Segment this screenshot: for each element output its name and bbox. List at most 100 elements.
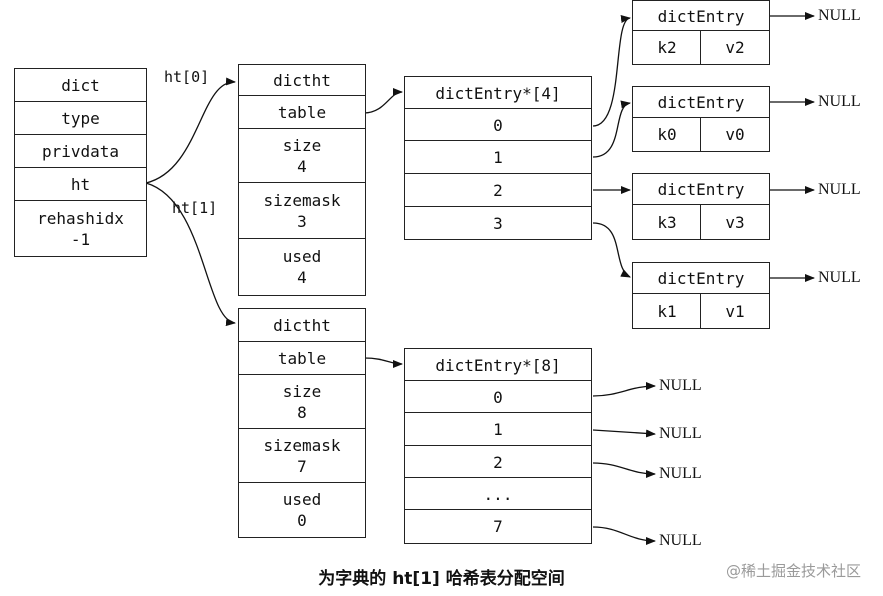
dict-privdata: privdata xyxy=(41,142,120,161)
null-label: NULL xyxy=(818,7,861,24)
dict-ht: ht xyxy=(70,175,91,194)
entry-value-cell: v2 xyxy=(700,30,770,65)
table0-slot-label: 2 xyxy=(493,181,503,200)
table1-slot: 1 xyxy=(404,412,592,447)
arrow-t1-slot0-null xyxy=(592,382,656,397)
dict-rehashidx-label: rehashidx xyxy=(37,208,124,228)
dict-type: type xyxy=(61,109,100,128)
table1-slot-label: 1 xyxy=(493,420,503,439)
entry-title-cell: dictEntry xyxy=(632,173,770,206)
ht0-sizemask-value: 3 xyxy=(297,212,307,231)
entry-title-cell: dictEntry xyxy=(632,0,770,32)
entry-value-cell: v1 xyxy=(700,293,770,329)
arrow-ht0 xyxy=(145,77,236,184)
table0-slot-label: 1 xyxy=(493,148,503,167)
ht1-sizemask-label: sizemask xyxy=(263,436,341,455)
table0-slot: 1 xyxy=(404,140,592,175)
ht1-size-label: size xyxy=(282,382,322,401)
entry-title: dictEntry xyxy=(657,180,745,199)
arrow-slot1 xyxy=(592,100,631,158)
ht0-used-label: used xyxy=(282,247,322,266)
ht1-title-cell: dictht xyxy=(238,308,366,343)
watermark: @稀土掘金技术社区 xyxy=(725,562,861,580)
arrow-slot0 xyxy=(592,15,631,127)
ht0-title-cell: dictht xyxy=(238,64,366,97)
entry-title: dictEntry xyxy=(657,269,745,288)
entry-value: v0 xyxy=(725,125,745,144)
dict-rehashidx-cell: rehashidx -1 xyxy=(14,200,147,257)
entry-key: k3 xyxy=(657,212,677,232)
ht1-used-value: 0 xyxy=(297,511,307,530)
entry-title: dictEntry xyxy=(657,6,745,26)
entry-title: dictEntry xyxy=(657,93,745,112)
null-label: NULL xyxy=(659,465,702,482)
table0-slot: 0 xyxy=(404,108,592,142)
table1-title: dictEntry*[8] xyxy=(435,355,561,375)
table1-slot-label: 0 xyxy=(493,387,503,407)
ht0-sizemask-cell: sizemask 3 xyxy=(238,182,366,240)
entry-key-cell: k3 xyxy=(632,204,702,240)
entry-value-cell: v3 xyxy=(700,204,770,240)
ht0-used-cell: used 4 xyxy=(238,238,366,296)
table1-slot: 2 xyxy=(404,445,592,479)
entry-key: k1 xyxy=(657,301,677,321)
ht1-used-label: used xyxy=(282,490,322,509)
ht0-size-cell: size 4 xyxy=(238,128,366,184)
entry-key: k2 xyxy=(657,38,677,57)
table1-slot-label: 2 xyxy=(493,452,503,472)
dict-title: dict xyxy=(61,76,100,95)
ht0-sizemask-label: sizemask xyxy=(263,191,341,210)
entry-value-cell: v0 xyxy=(700,117,770,152)
arrow-ht1 xyxy=(145,182,236,327)
ht0-used-value: 4 xyxy=(297,268,307,287)
ht0-link-label: ht[0] xyxy=(164,68,210,86)
ht0-table: table xyxy=(277,103,327,122)
dict-type-cell: type xyxy=(14,101,147,136)
table1-slot: 0 xyxy=(404,380,592,414)
arrow-t1-slot7-null xyxy=(592,526,656,545)
ht0-table-cell: table xyxy=(238,95,366,130)
null-label: NULL xyxy=(659,377,702,394)
null-label: NULL xyxy=(659,532,702,549)
ht1-size-cell: size 8 xyxy=(238,374,366,430)
figure-caption: 为字典的 ht[1] 哈希表分配空间 xyxy=(318,569,565,589)
table0-slot-label: 0 xyxy=(493,115,503,135)
entry-key-cell: k2 xyxy=(632,30,702,65)
ht0-size-value: 4 xyxy=(297,157,307,176)
ht1-title: dictht xyxy=(273,316,331,335)
table1-slot-label: ... xyxy=(483,484,513,504)
ht1-used-cell: used 0 xyxy=(238,482,366,538)
ht0-size-label: size xyxy=(282,136,322,155)
dict-rehashidx-value: -1 xyxy=(70,229,91,249)
table0-title: dictEntry*[4] xyxy=(435,83,561,103)
ht1-size-value: 8 xyxy=(297,403,307,422)
table1-title-cell: dictEntry*[8] xyxy=(404,348,592,382)
null-label: NULL xyxy=(659,425,702,442)
null-label: NULL xyxy=(818,181,861,198)
table1-slot-label: 7 xyxy=(493,517,503,536)
ht0-title: dictht xyxy=(273,71,331,90)
ht1-table: table xyxy=(277,349,327,368)
null-label: NULL xyxy=(818,269,861,286)
null-label: NULL xyxy=(818,93,861,110)
entry-value: v2 xyxy=(725,38,745,57)
entry-title-cell: dictEntry xyxy=(632,86,770,119)
ht1-sizemask-value: 7 xyxy=(297,457,307,476)
dict-ht-cell: ht xyxy=(14,167,147,202)
arrow-t1-slot1-null xyxy=(592,429,656,438)
entry-value: v1 xyxy=(725,301,745,321)
table1-slot: 7 xyxy=(404,509,592,544)
entry-key-cell: k1 xyxy=(632,293,702,329)
entry-key: k0 xyxy=(657,125,677,144)
table0-slot: 3 xyxy=(404,206,592,240)
table0-slot-label: 3 xyxy=(493,213,503,233)
dict-title-cell: dict xyxy=(14,68,147,103)
ht1-table-cell: table xyxy=(238,341,366,376)
arrow-table0 xyxy=(363,88,403,114)
arrow-t1-slot2-null xyxy=(592,462,656,478)
table0-title-cell: dictEntry*[4] xyxy=(404,76,592,110)
entry-value: v3 xyxy=(725,212,745,232)
table1-slot: ... xyxy=(404,477,592,511)
table0-slot: 2 xyxy=(404,173,592,208)
